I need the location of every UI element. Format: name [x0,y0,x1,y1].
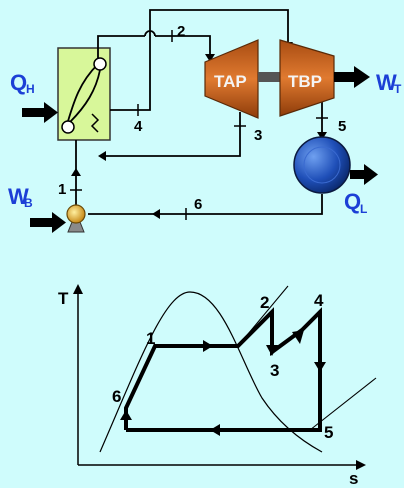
heat-rejected-subscript: L [360,202,367,216]
state-label-4: 4 [134,118,143,135]
pump-work-arrow [30,212,66,233]
ts-y-axis-label: T [58,289,69,308]
condenser [293,136,351,194]
work-output-label: W [376,70,397,95]
heat-rejected-arrow [350,164,378,185]
ts-x-axis-label: s [349,469,358,488]
ts-point-1: 1 [146,329,155,348]
heat-rejected-label: Q [344,189,361,214]
ts-point-2: 2 [260,293,269,312]
ts-point-4: 4 [314,291,324,310]
ts-axes [77,292,358,466]
heat-input-arrow [22,102,58,123]
ts-point-6: 6 [112,387,121,406]
turbine-tap [204,39,259,119]
turbine-tbp [279,39,335,117]
turbine-shaft [258,72,280,82]
pump [66,204,86,233]
state-label-3: 3 [254,127,262,144]
ts-point-3: 3 [270,361,279,380]
ts-point-5: 5 [324,423,333,442]
cycle-arrows [120,330,326,436]
heat-input-subscript: H [26,82,35,96]
state-label-2: 2 [177,23,185,40]
work-output-arrow [334,66,370,88]
state-label-5: 5 [338,118,346,135]
state-label-1: 1 [58,181,66,198]
ts-axis-arrows [73,284,366,470]
heat-input-label: Q [10,70,27,95]
turbine-tap-label: TAP [214,72,247,91]
pump-work-subscript: B [24,196,33,210]
state-label-6: 6 [194,196,202,213]
pump-work-label: W [8,184,29,209]
turbine-tbp-label: TBP [288,72,322,91]
state-ticks [70,30,328,220]
saturation-dome [99,291,323,453]
boiler [57,47,111,141]
work-output-subscript: T [394,82,402,96]
